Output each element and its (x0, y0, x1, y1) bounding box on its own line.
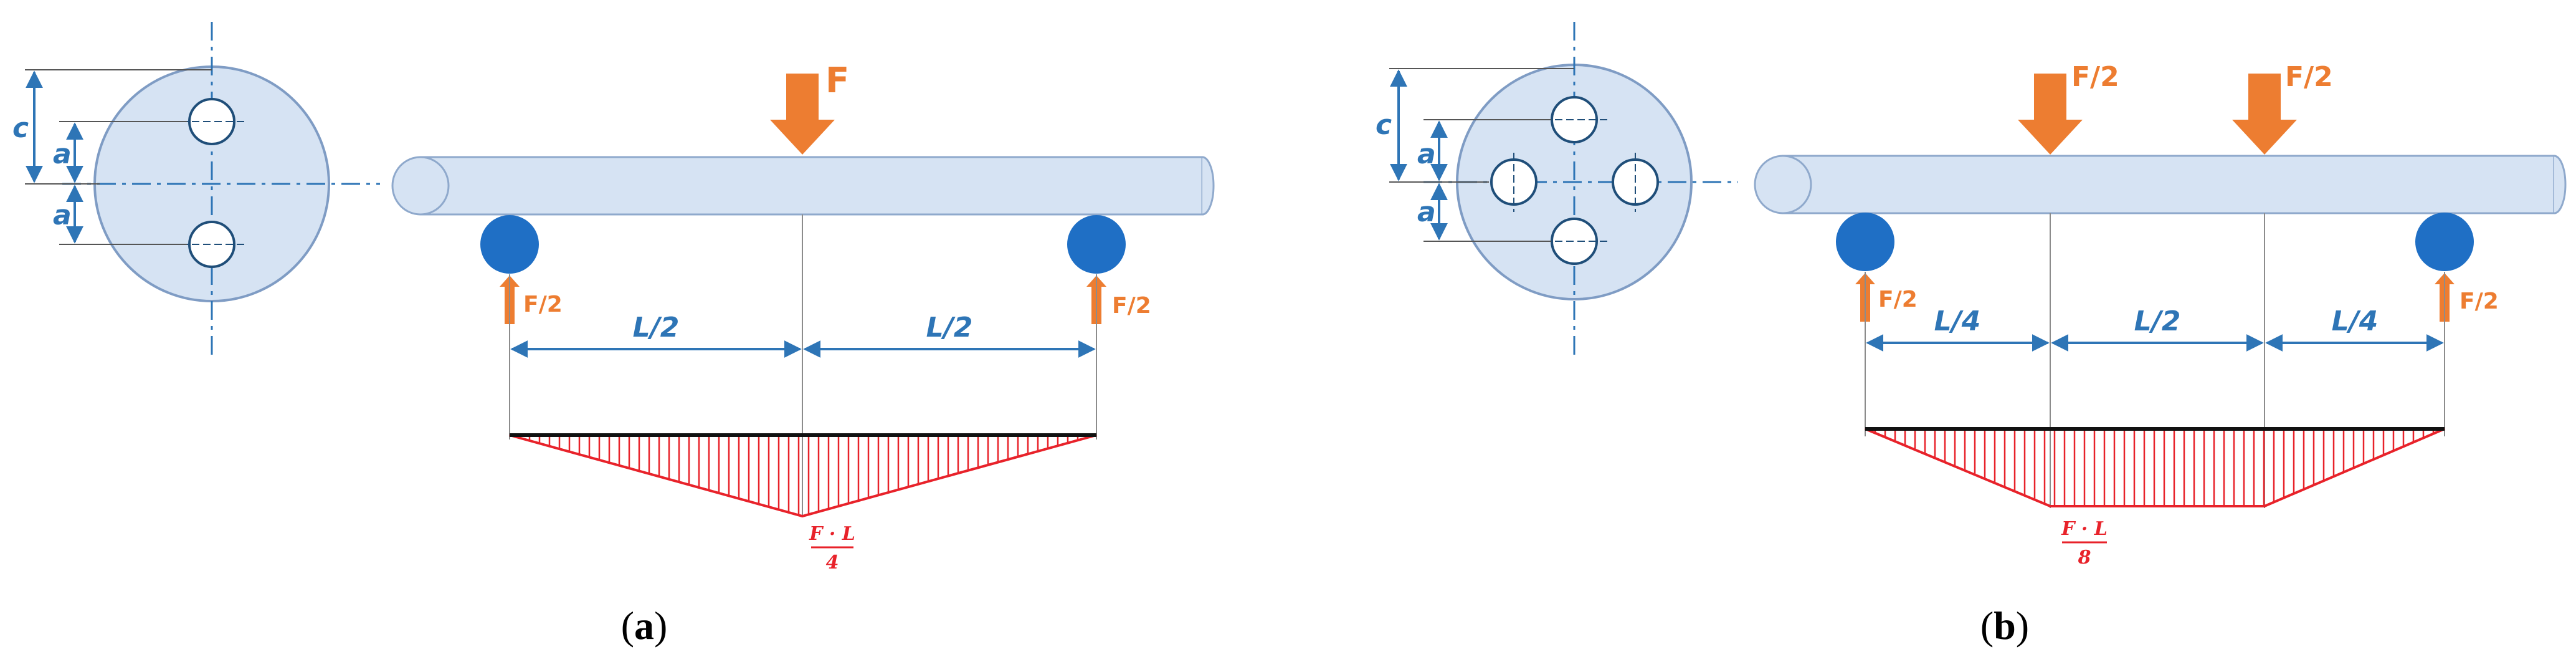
reaction-label-right: F/2 (2460, 289, 2499, 314)
load-arrow-shape (770, 74, 835, 155)
caption-letter: a (634, 603, 654, 648)
beam-end-right (1202, 156, 1215, 216)
dim-label-a-lower: a (1417, 196, 1436, 228)
bolt-hole-bottom (188, 221, 235, 268)
load-arrow-f: F (770, 60, 849, 155)
moment-label-numerator: F · L (809, 523, 855, 545)
moment-hatch (518, 435, 1089, 516)
support-left (1836, 213, 1894, 271)
support-right (2415, 213, 2474, 271)
load-arrow-left: F/2 (2018, 61, 2119, 155)
moment-diagram-a: F · L 4 (509, 433, 1097, 574)
span-label-1: L/4 (1934, 305, 1981, 337)
load-label-left: F/2 (2071, 61, 2119, 93)
bolt-hole-bottom (1551, 218, 1598, 265)
bolt-hole-top (1551, 96, 1598, 143)
dim-label-a-upper: a (53, 138, 72, 170)
panel-a: c a a F F/2 F/2 (12, 22, 1215, 648)
reaction-label-right: F/2 (1112, 293, 1151, 319)
moment-label-denominator: 8 (2078, 547, 2091, 569)
caption-open-paren: ( (621, 603, 634, 648)
reaction-left: F/2 (1855, 273, 1918, 322)
span-label-3: L/4 (2332, 305, 2379, 337)
beam-end-right (2554, 155, 2567, 214)
dim-label-c: c (1376, 109, 1392, 141)
reaction-label-left: F/2 (523, 292, 563, 317)
moment-label-denominator: 4 (826, 552, 839, 574)
span-label-2: L/2 (926, 312, 973, 343)
caption-a: (a) (621, 603, 668, 648)
moment-hatch (1874, 429, 2445, 506)
span-label-2: L/2 (2134, 305, 2181, 337)
beam-end-left (1754, 155, 1812, 214)
dim-label-c: c (12, 112, 29, 144)
panel-b: c a a F/2 F/2 F/2 F/2 (1376, 22, 2567, 648)
load-arrow-shape (2018, 74, 2083, 155)
cross-section-a: c a a (12, 22, 380, 358)
support-right (1067, 215, 1126, 274)
cross-section-b: c a a (1376, 22, 1738, 355)
dim-label-a-upper: a (1417, 138, 1436, 170)
load-arrow-right: F/2 (2232, 61, 2333, 155)
beam-end-left (391, 156, 450, 216)
caption-open-paren: ( (1980, 603, 1994, 648)
dim-label-a-lower: a (53, 199, 72, 231)
moment-diagram-b: F · L 8 (1865, 427, 2445, 569)
load-label-right: F/2 (2285, 61, 2333, 93)
beam-body (419, 156, 1204, 216)
reaction-label-left: F/2 (1878, 287, 1918, 312)
load-label-f: F (825, 60, 849, 101)
caption-close-paren: ) (2016, 603, 2029, 648)
caption-b: (b) (1980, 603, 2029, 648)
beam-body (1782, 155, 2555, 214)
beam-b (1754, 155, 2567, 214)
load-arrow-shape (2232, 74, 2297, 155)
beam-a (391, 156, 1215, 216)
support-left (480, 215, 539, 274)
moment-label-numerator: F · L (2061, 518, 2108, 540)
caption-letter: b (1994, 603, 2016, 648)
span-label-1: L/2 (633, 312, 680, 343)
caption-close-paren: ) (654, 603, 667, 648)
bolt-hole-top (188, 98, 235, 145)
